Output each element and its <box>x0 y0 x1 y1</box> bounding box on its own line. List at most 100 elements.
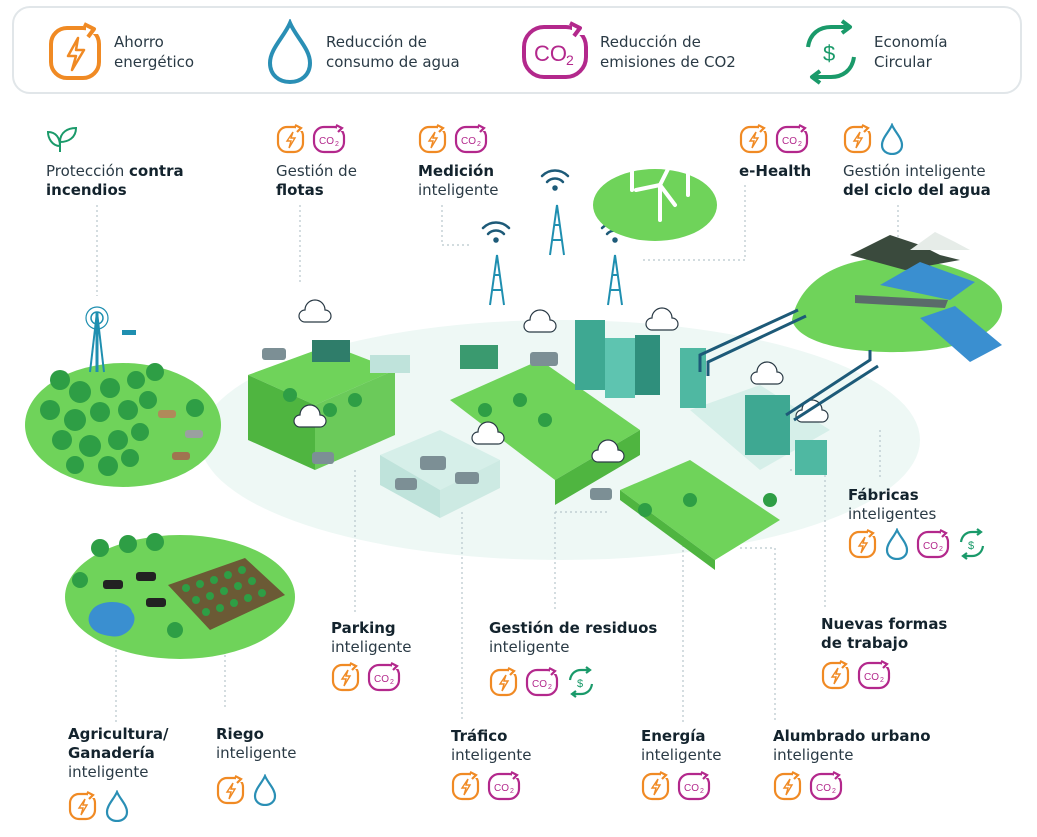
label-lighting-text-2: inteligente <box>773 746 854 764</box>
energy-saving-icon <box>451 771 480 801</box>
label-smart-energy: Energía inteligente <box>641 727 722 765</box>
svg-text:$: $ <box>823 41 835 66</box>
energy-saving-icon <box>773 771 802 801</box>
energy-saving-icon <box>848 529 877 559</box>
water-drop-icon <box>253 774 277 806</box>
label-traffic-text-2: inteligente <box>451 746 532 764</box>
label-metering-text-1: Medición <box>418 162 494 180</box>
label-fire-text-1: Protección <box>46 162 130 180</box>
label-fire-text-3: incendios <box>46 181 127 199</box>
energy-saving-icon <box>49 22 101 80</box>
legend-co2-line2: emisiones de CO2 <box>600 53 736 71</box>
label-metering-text-2: inteligente <box>418 181 499 199</box>
svg-text:2: 2 <box>477 141 481 148</box>
svg-text:CO: CO <box>494 783 509 794</box>
label-smart-metering: Medición inteligente <box>418 162 499 200</box>
legend-water-line1: Reducción de <box>326 33 427 51</box>
svg-text:2: 2 <box>510 788 514 795</box>
svg-text:$: $ <box>577 678 583 690</box>
power-pylons <box>489 204 623 306</box>
svg-text:CO: CO <box>319 136 334 147</box>
label-smart-agriculture: Agricultura/ Ganadería inteligente <box>68 725 168 782</box>
label-fleet-management: Gestión de flotas <box>276 162 357 200</box>
icons-irrigation <box>216 774 278 806</box>
water-drop-icon <box>880 123 904 155</box>
label-ehealth-text-1: e-Health <box>739 162 812 180</box>
energy-saving-icon <box>843 124 872 154</box>
legend-co2-line1: Reducción de <box>600 33 701 51</box>
label-fire-protection: Protección contra incendios <box>46 162 184 200</box>
svg-text:CO: CO <box>864 672 879 683</box>
svg-text:2: 2 <box>548 684 552 691</box>
icons-water-cycle <box>843 123 905 155</box>
svg-text:$: $ <box>968 540 974 552</box>
energy-saving-icon <box>418 124 447 154</box>
legend-water-line2: consumo de agua <box>326 53 460 71</box>
farm-island <box>65 533 295 659</box>
icons-agriculture <box>68 790 130 822</box>
water-drop-icon <box>885 528 909 560</box>
label-agri-text-2: Ganadería <box>68 744 155 762</box>
svg-text:2: 2 <box>939 546 943 553</box>
circular-economy-icon: $ <box>806 19 856 85</box>
svg-text:CO: CO <box>684 783 699 794</box>
svg-text:CO: CO <box>532 679 547 690</box>
label-lighting-text-1: Alumbrado urbano <box>773 727 931 745</box>
label-waste-text-2: inteligente <box>489 638 570 656</box>
legend-circular-line1: Economía <box>874 33 948 51</box>
svg-text:CO: CO <box>782 136 797 147</box>
energy-saving-icon <box>821 660 850 690</box>
water-drop-icon <box>105 790 129 822</box>
label-smart-parking: Parking inteligente <box>331 619 412 657</box>
energy-saving-icon <box>216 775 245 805</box>
svg-text:2: 2 <box>566 52 574 68</box>
label-waste-text-1: Gestión de residuos <box>489 619 658 637</box>
seedling-icon <box>46 126 78 152</box>
svg-text:2: 2 <box>880 677 884 684</box>
svg-text:2: 2 <box>390 679 394 686</box>
label-parking-text-1: Parking <box>331 619 396 637</box>
label-water-cycle-text-1: Gestión inteligente <box>843 162 986 180</box>
legend-circular-line2: Circular <box>874 53 932 71</box>
svg-text:2: 2 <box>832 788 836 795</box>
svg-text:2: 2 <box>335 141 339 148</box>
energy-saving-icon <box>331 662 360 692</box>
svg-text:CO: CO <box>923 541 938 552</box>
legend-energy-line1: Ahorro <box>114 33 164 51</box>
forest-island <box>25 306 221 487</box>
city-district <box>248 299 830 570</box>
svg-text:2: 2 <box>700 788 704 795</box>
label-irrigation-text-2: inteligente <box>216 744 297 762</box>
svg-text:CO: CO <box>534 41 567 66</box>
svg-text:CO: CO <box>374 674 389 685</box>
label-agri-text-3: inteligente <box>68 763 149 781</box>
label-factories-text-2: inteligentes <box>848 505 937 523</box>
svg-text:CO: CO <box>816 783 831 794</box>
label-smart-traffic: Tráfico inteligente <box>451 727 532 765</box>
label-smart-irrigation: Riego inteligente <box>216 725 297 763</box>
svg-text:2: 2 <box>798 141 802 148</box>
label-waste-management: Gestión de residuos inteligente <box>489 619 657 657</box>
label-new-work: Nuevas formas de trabajo <box>821 615 947 653</box>
label-work-text-2: de trabajo <box>821 634 909 652</box>
label-smart-lighting: Alumbrado urbano inteligente <box>773 727 931 765</box>
label-irrigation-text-1: Riego <box>216 725 264 743</box>
